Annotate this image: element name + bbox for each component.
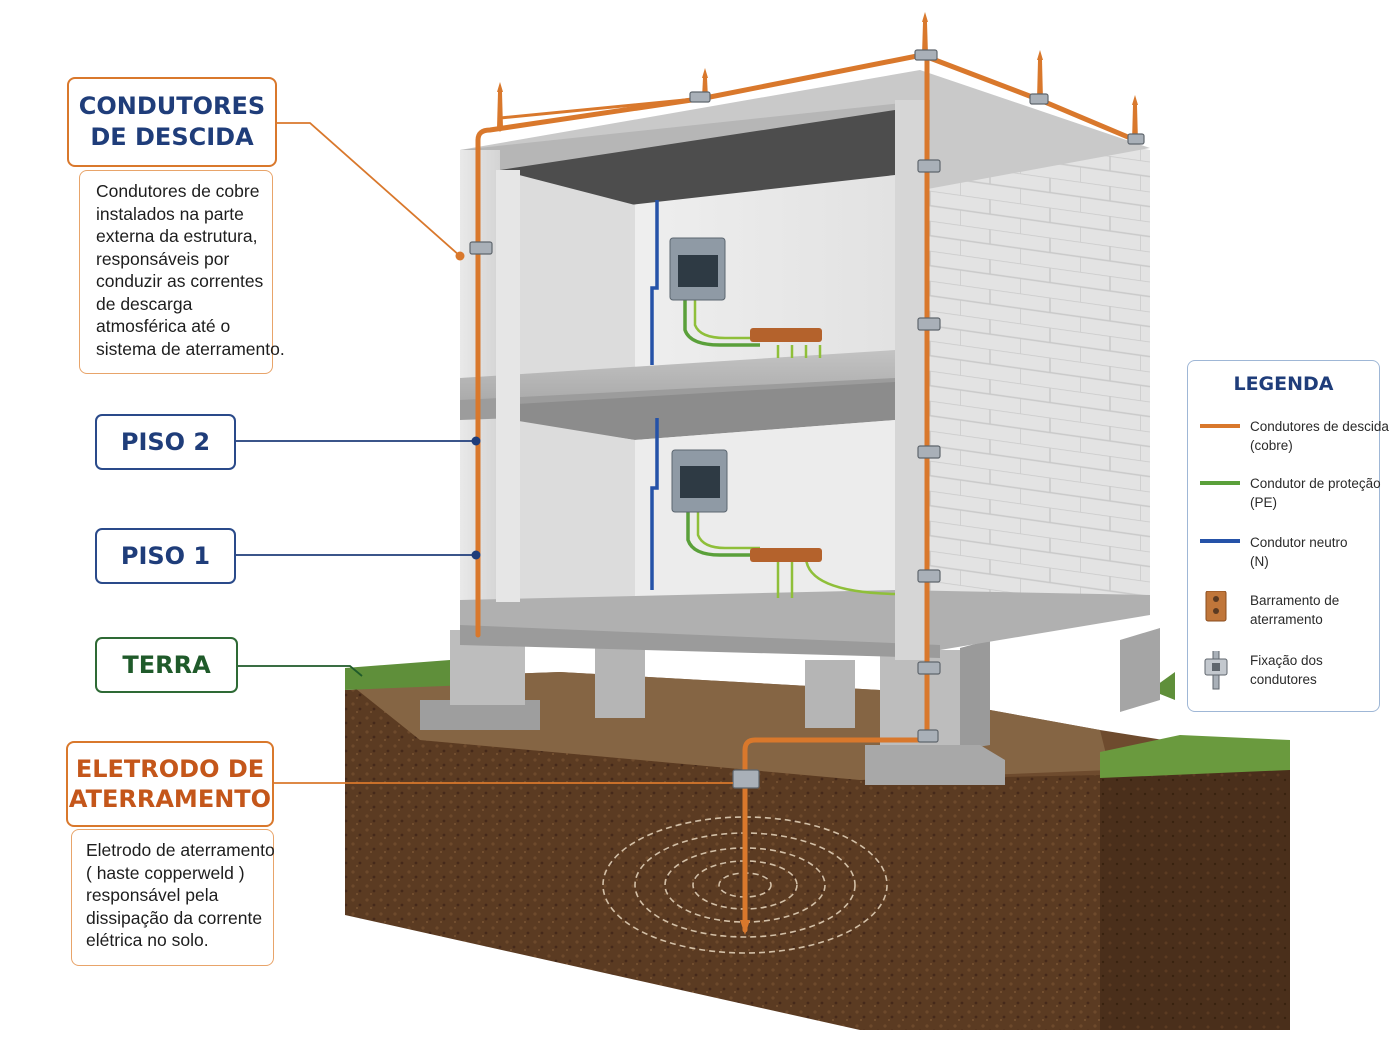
copper-line-icon: [1200, 424, 1240, 428]
lightning-rods: [497, 12, 1138, 935]
callout-title-line: ATERRAMENTO: [68, 785, 272, 813]
legend-label: (PE): [1250, 495, 1277, 510]
legend-label: Condutor neutro: [1250, 535, 1348, 550]
piso-2-label: PISO 2: [120, 428, 211, 456]
building: [460, 70, 1150, 660]
legend-label: Condutores de descida: [1250, 419, 1389, 434]
callout-title-line: CONDUTORES: [78, 92, 266, 120]
description-line: responsáveis por: [96, 248, 230, 269]
legend-item-clamp: Fixação dos condutores: [1200, 651, 1376, 697]
description-line: Condutores de cobre: [96, 181, 260, 201]
legend-item-protection: Condutor de proteção (PE): [1200, 474, 1381, 520]
description-line: Eletrodo de aterramento: [86, 840, 275, 860]
legend-title: LEGENDA: [1233, 373, 1334, 395]
description-line: atmosférica até o: [96, 316, 231, 336]
callout-piso-1: PISO 1: [95, 528, 236, 584]
legend-label: (N): [1250, 554, 1269, 569]
legend-item-copper: Condutores de descida (cobre): [1200, 417, 1389, 463]
description-line: instalados na parte: [96, 203, 244, 224]
callout-eletrodo-description: Eletrodo de aterramento ( haste copperwe…: [71, 829, 275, 966]
description-line: responsável pela: [86, 885, 219, 905]
callout-condutores-descida-title: CONDUTORES DE DESCIDA: [67, 77, 277, 167]
legend-label: condutores: [1250, 672, 1317, 687]
legend-label: Barramento de: [1250, 593, 1340, 608]
legend-label: Fixação dos: [1250, 653, 1323, 668]
legend-item-busbar: Barramento de aterramento: [1200, 591, 1376, 637]
description-line: de descarga: [96, 293, 193, 314]
grass: [345, 660, 1290, 778]
description-line: ( haste copperweld ): [86, 862, 245, 883]
callout-condutores-descida-description: Condutores de cobre instalados na parte …: [79, 170, 285, 374]
description-line: sistema de aterramento.: [96, 338, 285, 359]
callout-title-line: DE DESCIDA: [90, 123, 254, 151]
green-line-icon: [1200, 481, 1240, 485]
foundation: [420, 628, 1160, 785]
legend-label: aterramento: [1250, 612, 1323, 627]
callout-piso-2: PISO 2: [95, 414, 236, 470]
description-line: dissipação da corrente: [86, 907, 263, 928]
callout-terra: TERRA: [95, 637, 238, 693]
legend-item-neutral: Condutor neutro (N): [1200, 533, 1376, 579]
piso-1-label: PISO 1: [120, 542, 211, 570]
clamp-icon: [1204, 651, 1228, 690]
blue-line-icon: [1200, 539, 1240, 543]
description-line: elétrica no solo.: [86, 930, 209, 950]
lower-panel-wiring: [650, 418, 896, 598]
callout-title-line: ELETRODO DE: [75, 755, 265, 783]
legend-label: Condutor de proteção: [1250, 476, 1381, 491]
legend-label: (cobre): [1250, 438, 1293, 453]
leader-lines: [236, 122, 733, 784]
conductor-clamps: [469, 49, 1145, 789]
upper-panel-wiring: [650, 200, 822, 365]
description-line: externa da estrutura,: [96, 226, 258, 246]
callout-eletrodo-title: ELETRODO DE ATERRAMENTO: [66, 741, 274, 827]
legend-panel: LEGENDA Condutores de descida (cobre) Co…: [1187, 360, 1389, 712]
description-line: conduzir as correntes: [96, 271, 264, 291]
terra-label: TERRA: [122, 651, 211, 679]
busbar-icon: [1205, 591, 1227, 622]
